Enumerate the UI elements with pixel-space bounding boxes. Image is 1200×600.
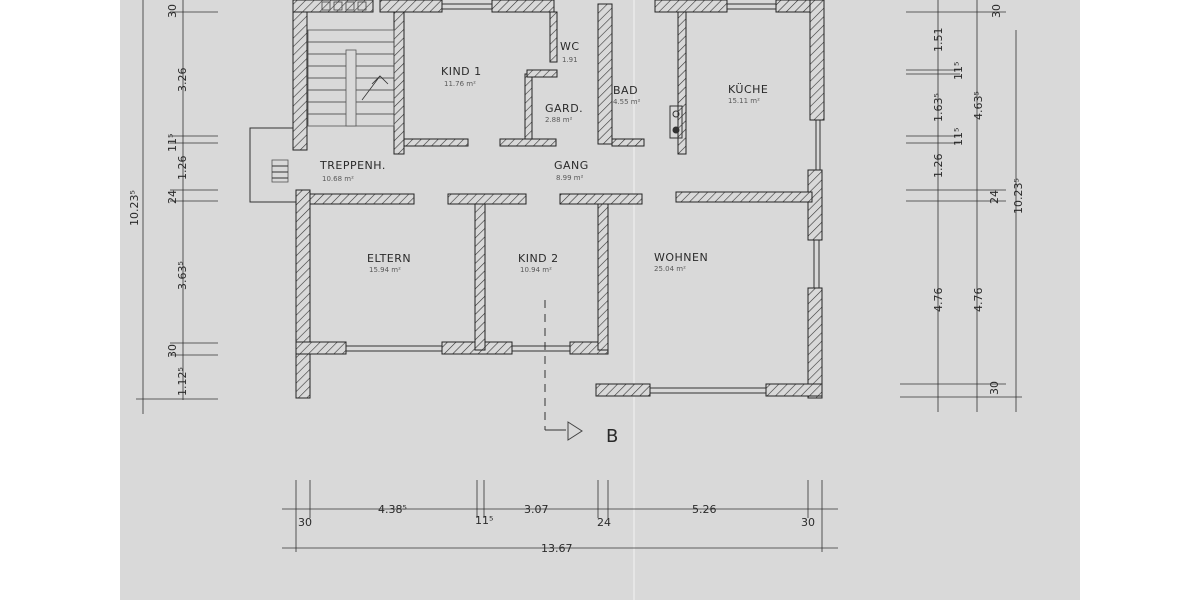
dim-bottom-4: 3.07 (524, 503, 549, 516)
room-name-wc: WC (560, 40, 580, 53)
wall-right-lower (807, 287, 823, 399)
dimension-chain-right (900, 0, 1022, 412)
room-name-gang: GANG (554, 159, 589, 172)
dimension-labels-bottom: 30 4.38⁵ 11⁵ 3.07 24 5.26 30 13.67 (298, 503, 815, 555)
kitchen-stove (669, 105, 683, 139)
wall-wc-bottom (526, 69, 558, 78)
room-name-gard: GARD. (545, 102, 583, 115)
dim-left-6: 3.63⁵ (176, 261, 189, 290)
openings (346, 3, 821, 394)
floor-plan: B KIND 1 11.76 m² WC 1.91 GARD. 2.88 m² … (128, 0, 1025, 555)
dim-left-7: 30 (166, 344, 179, 358)
dim-bottom-2: 4.38⁵ (378, 503, 407, 516)
room-area-treppenhaus: 10.68 m² (322, 175, 354, 183)
dim-right-mid-2: 4.76 (972, 288, 985, 313)
dimension-chain-left (136, 0, 218, 414)
wall-bad-left (597, 3, 613, 145)
dim-right-3: 11⁵ (952, 62, 965, 80)
blueprint-sheet: B KIND 1 11.76 m² WC 1.91 GARD. 2.88 m² … (120, 0, 1080, 600)
wall-right-mid (807, 169, 823, 241)
dim-right-mid-1: 4.63⁵ (972, 91, 985, 120)
wall-wc-left (549, 11, 558, 63)
walls (292, 0, 825, 399)
dim-left-8: 1.12⁵ (176, 367, 189, 396)
dim-bottom-total: 13.67 (541, 542, 573, 555)
wall-bottom-4 (595, 383, 651, 397)
dim-right-7: 24 (988, 190, 1001, 204)
dim-left-5: 24 (166, 190, 179, 204)
wall-kind2-top (447, 193, 527, 205)
room-area-gang: 8.99 m² (556, 174, 584, 182)
dim-left-2: 3.26 (176, 68, 189, 93)
wall-gard-left (524, 73, 533, 145)
wall-top-2 (379, 0, 443, 13)
dim-right-8: 4.76 (932, 288, 945, 313)
room-area-gard: 2.88 m² (545, 116, 573, 124)
wall-kind1-bottom-b (499, 138, 557, 147)
dim-left-3: 11⁵ (166, 134, 179, 152)
wall-bottom-1 (295, 341, 347, 355)
dim-left-4: 1.26 (176, 156, 189, 181)
entrance-canopy (249, 127, 296, 203)
room-area-wc: 1.91 (562, 56, 578, 64)
wall-top-1 (292, 0, 374, 13)
room-area-kueche: 15.11 m² (728, 97, 760, 105)
room-area-kind1: 11.76 m² (444, 80, 476, 88)
room-name-kind2: KIND 2 (518, 252, 559, 265)
dim-right-6: 1.26 (932, 154, 945, 179)
wall-eltern-top (309, 193, 415, 205)
wall-eltern-kind2 (474, 199, 486, 351)
dim-right-2: 1.51 (932, 28, 945, 53)
room-area-wohnen: 25.04 m² (654, 265, 686, 273)
dimension-labels-right: 30 1.51 11⁵ 1.63⁵ 11⁵ 1.26 24 4.76 30 4.… (932, 4, 1025, 395)
room-area-kind2: 10.94 m² (520, 266, 552, 274)
room-labels: KIND 1 11.76 m² WC 1.91 GARD. 2.88 m² BA… (319, 40, 768, 274)
dim-left-total: 10.23⁵ (128, 190, 141, 226)
wall-wohnen-top-b (675, 191, 813, 203)
paper-fold (633, 0, 635, 600)
dim-right-5: 11⁵ (952, 128, 965, 146)
wall-kind1-bottom-a (403, 138, 469, 147)
room-area-bad: 4.55 m² (613, 98, 641, 106)
staircase (307, 29, 395, 127)
dim-right-total: 10.23⁵ (1012, 178, 1025, 214)
section-line (544, 300, 583, 441)
dimension-labels-left: 30 3.26 11⁵ 1.26 24 3.63⁵ 30 1.12⁵ 10.23… (128, 4, 189, 396)
wall-bottom-5 (765, 383, 823, 397)
wall-right-upper (809, 0, 825, 121)
section-marker-label: B (606, 426, 618, 447)
room-name-bad: BAD (613, 84, 638, 97)
wall-bad-bottom (611, 138, 645, 147)
dim-bottom-1: 30 (298, 516, 312, 529)
room-name-wohnen: WOHNEN (654, 251, 708, 264)
room-name-kueche: KÜCHE (728, 83, 768, 96)
wall-top-4 (654, 0, 728, 13)
room-area-eltern: 15.94 m² (369, 266, 401, 274)
top-vent-marks (321, 1, 367, 11)
wall-wohnen-top-a (559, 193, 643, 205)
room-name-eltern: ELTERN (367, 252, 411, 265)
dim-left-1: 30 (166, 4, 179, 18)
wall-stair-kind1 (393, 11, 405, 155)
dim-bottom-7: 30 (801, 516, 815, 529)
dim-bottom-6: 5.26 (692, 503, 717, 516)
wall-kueche-left (677, 11, 687, 155)
room-name-kind1: KIND 1 (441, 65, 482, 78)
wall-kind2-wohnen (597, 199, 609, 351)
dim-right-4: 1.63⁵ (932, 93, 945, 122)
wall-left-upper (292, 0, 308, 151)
dim-right-1: 30 (990, 4, 1003, 18)
dim-bottom-3: 11⁵ (475, 514, 493, 527)
room-name-treppenhaus: TREPPENH. (319, 159, 386, 172)
dimension-chain-bottom (282, 480, 838, 552)
dim-right-9: 30 (988, 381, 1001, 395)
wall-left-lower (295, 189, 311, 399)
dim-bottom-5: 24 (597, 516, 611, 529)
wall-top-3 (491, 0, 555, 13)
